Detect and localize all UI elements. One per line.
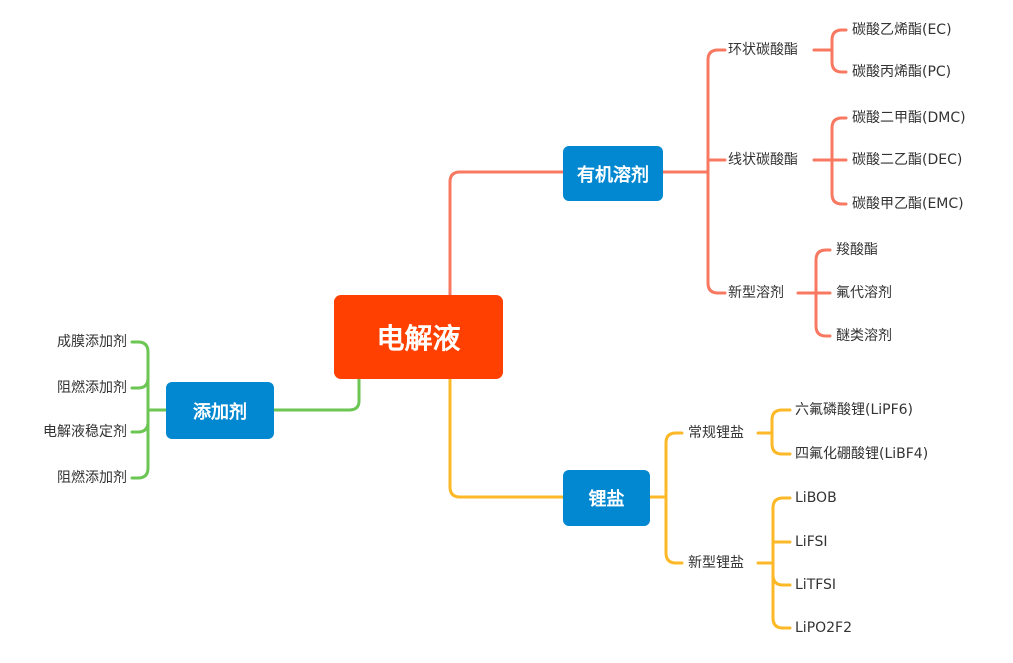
link-root-additive [272, 377, 361, 412]
link-root-salt [448, 377, 565, 499]
item-libf4[interactable]: 四氟化硼酸锂(LiBF4) [795, 446, 929, 462]
item-libob[interactable]: LiBOB [795, 490, 837, 506]
item-dec[interactable]: 碳酸二乙酯(DEC) [852, 152, 963, 168]
organic-solvent-node[interactable]: 有机溶剂 [563, 146, 663, 201]
link-linear-items [812, 116, 848, 206]
link-conventional-items [756, 408, 792, 456]
link-newsolvent-items [796, 248, 832, 338]
item-lipo2f2[interactable]: LiPO2F2 [795, 620, 853, 636]
item-carboxylate[interactable]: 羧酸酯 [836, 242, 878, 258]
link-organic-groups [661, 48, 727, 295]
group-conventional-salt[interactable]: 常规锂盐 [688, 425, 744, 441]
link-salt-groups [648, 431, 684, 565]
item-flame-retardant-additive-2[interactable]: 阻燃添加剂 [57, 470, 127, 486]
item-emc[interactable]: 碳酸甲乙酯(EMC) [852, 196, 964, 212]
group-new-solvent[interactable]: 新型溶剂 [728, 285, 784, 301]
item-film-forming-additive[interactable]: 成膜添加剂 [57, 334, 127, 350]
item-dmc[interactable]: 碳酸二甲酯(DMC) [852, 110, 966, 126]
link-cyclic-items [812, 28, 848, 74]
item-electrolyte-stabilizer[interactable]: 电解液稳定剂 [43, 424, 127, 440]
item-ec[interactable]: 碳酸乙烯酯(EC) [852, 22, 952, 38]
item-lifsi[interactable]: LiFSI [795, 534, 828, 550]
link-root-organic [448, 170, 565, 297]
item-lipf6[interactable]: 六氟磷酸锂(LiPF6) [795, 402, 914, 418]
item-litfsi[interactable]: LiTFSI [795, 577, 837, 593]
link-additive-items [130, 340, 168, 480]
additive-node[interactable]: 添加剂 [166, 382, 274, 439]
root-node[interactable]: 电解液 [334, 295, 503, 379]
item-fluorinated-solvent[interactable]: 氟代溶剂 [836, 285, 892, 301]
item-pc[interactable]: 碳酸丙烯酯(PC) [852, 64, 952, 80]
item-flame-retardant-additive[interactable]: 阻燃添加剂 [57, 380, 127, 396]
group-cyclic-carbonate[interactable]: 环状碳酸酯 [728, 42, 798, 58]
group-linear-carbonate[interactable]: 线状碳酸酯 [728, 152, 798, 168]
group-new-salt[interactable]: 新型锂盐 [688, 555, 744, 571]
lithium-salt-node[interactable]: 锂盐 [563, 470, 650, 526]
item-ether-solvent[interactable]: 醚类溶剂 [836, 328, 892, 344]
link-newsalt-items [756, 496, 792, 630]
